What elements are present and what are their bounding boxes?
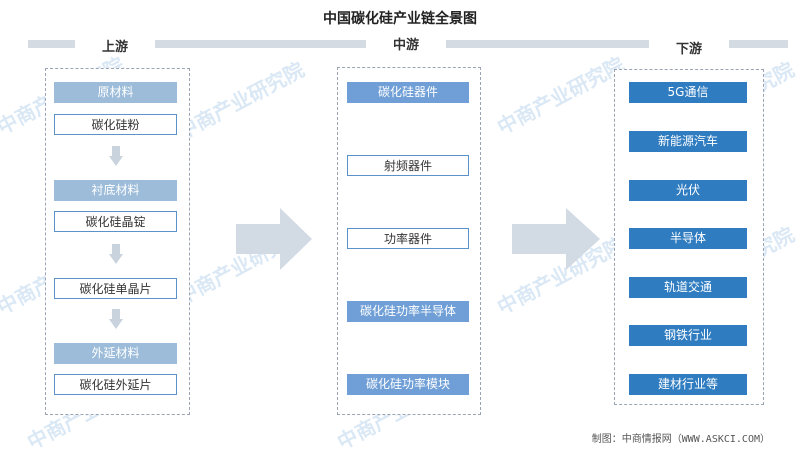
midstream-item: 功率器件 xyxy=(347,228,469,249)
upstream-item: 外延材料 xyxy=(54,343,177,364)
midstream-item: 射频器件 xyxy=(347,155,469,176)
source-footer: 制图：中商情报网（WWW.ASKCI.COM） xyxy=(591,434,770,445)
flow-arrow-icon xyxy=(512,208,600,270)
upstream-label: 上游 xyxy=(75,36,155,55)
upstream-item: 碳化硅外延片 xyxy=(54,374,177,395)
downstream-item: 建材行业等 xyxy=(629,374,747,395)
upstream-item: 碳化硅粉 xyxy=(54,114,177,135)
midstream-item: 碳化硅器件 xyxy=(347,82,469,103)
downstream-item: 轨道交通 xyxy=(629,277,747,298)
downstream-item: 半导体 xyxy=(629,228,747,249)
downstream-item: 5G通信 xyxy=(629,82,747,103)
midstream-label: 中游 xyxy=(366,34,446,53)
upstream-item: 衬底材料 xyxy=(54,180,177,201)
upstream-item: 原材料 xyxy=(54,82,177,103)
watermark: 中商产业研究院 xyxy=(173,57,309,145)
upstream-item: 碳化硅单晶片 xyxy=(54,278,177,299)
down-arrow-icon xyxy=(109,146,123,166)
midstream-item: 碳化硅功率模块 xyxy=(347,374,469,395)
downstream-item: 钢铁行业 xyxy=(629,325,747,346)
downstream-item: 新能源汽车 xyxy=(629,131,747,152)
midstream-item: 碳化硅功率半导体 xyxy=(347,301,469,322)
upstream-item: 碳化硅晶锭 xyxy=(54,211,177,232)
flow-arrow-icon xyxy=(236,208,312,270)
downstream-label: 下游 xyxy=(649,38,729,57)
watermark: 中商产业研究院 xyxy=(493,52,629,140)
downstream-item: 光伏 xyxy=(629,180,747,201)
down-arrow-icon xyxy=(109,244,123,264)
down-arrow-icon xyxy=(109,309,123,329)
diagram-title: 中国碳化硅产业链全景图 xyxy=(323,11,477,27)
